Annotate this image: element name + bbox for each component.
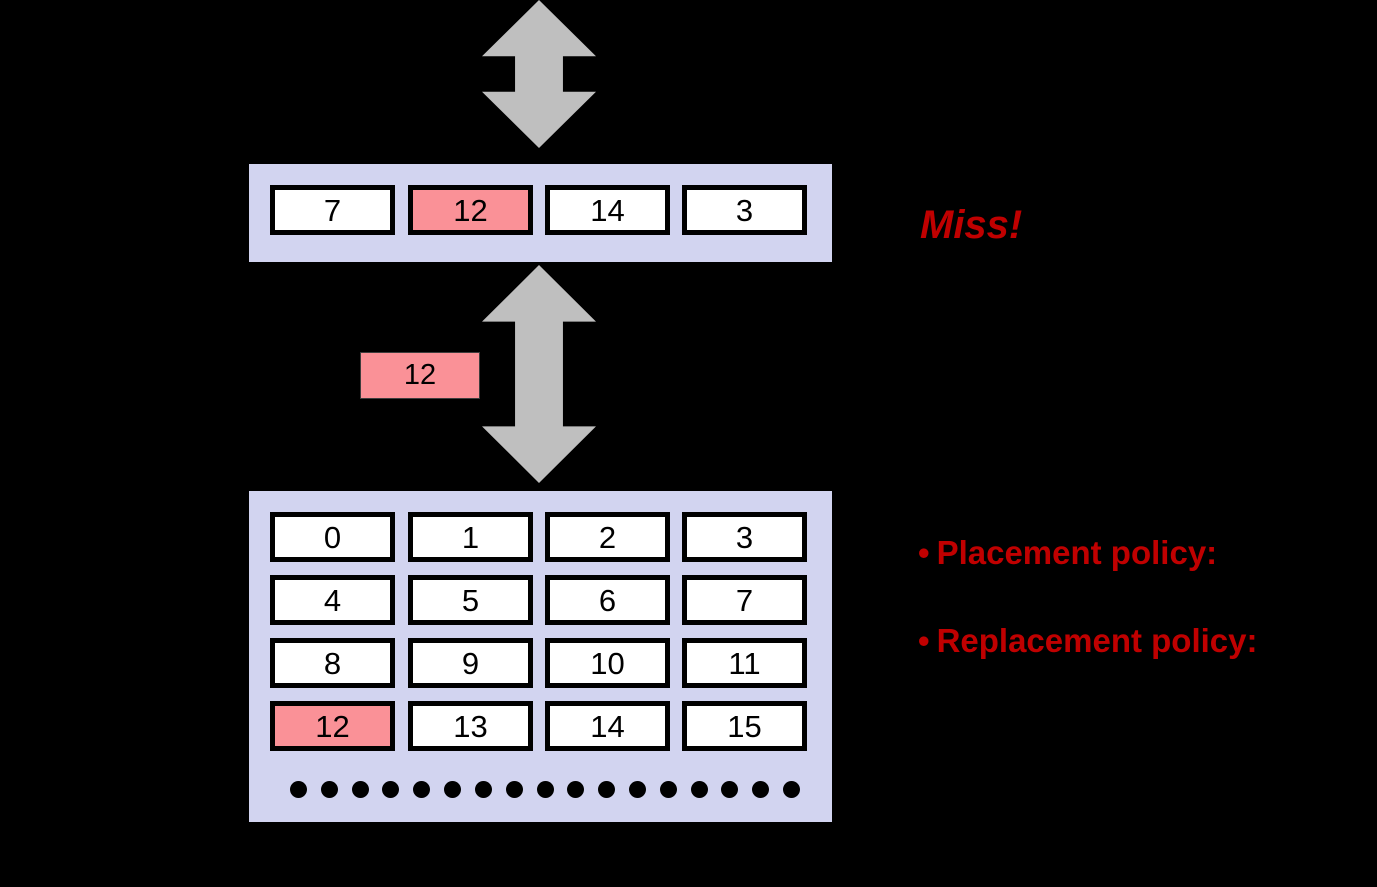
memory-cell[interactable]: 9 — [408, 638, 533, 688]
memory-cell[interactable]: 5 — [408, 575, 533, 625]
memory-cell[interactable]: 10 — [545, 638, 670, 688]
continuation-dot — [690, 780, 708, 798]
cache-cell[interactable]: 14 — [545, 185, 670, 235]
continuation-dot — [351, 780, 369, 798]
bidirectional-arrow-middle-icon — [482, 265, 596, 483]
memory-cell[interactable]: 4 — [270, 575, 395, 625]
continuation-dot — [659, 780, 677, 798]
memory-cell[interactable]: 3 — [682, 512, 807, 562]
memory-cell[interactable]: 2 — [545, 512, 670, 562]
memory-cell[interactable]: 7 — [682, 575, 807, 625]
memory-cell[interactable]: 15 — [682, 701, 807, 751]
continuation-dot — [320, 780, 338, 798]
replacement-policy-label: Replacement policy: — [936, 622, 1258, 659]
placement-policy-item: • Placement policy: — [918, 534, 1217, 572]
memory-cell[interactable]: 0 — [270, 512, 395, 562]
replacement-policy-item: • Replacement policy: — [918, 622, 1258, 660]
cache-cell[interactable]: 12 — [408, 185, 533, 235]
memory-cell[interactable]: 14 — [545, 701, 670, 751]
continuation-dot — [474, 780, 492, 798]
continuation-dot — [628, 780, 646, 798]
continuation-dot — [444, 780, 462, 798]
continuation-dot — [721, 780, 739, 798]
miss-label: Miss! — [920, 203, 1023, 247]
placement-policy-label: Placement policy: — [936, 534, 1218, 571]
continuation-dot — [536, 780, 554, 798]
bidirectional-arrow-top-icon — [482, 0, 596, 148]
continuation-dot — [752, 780, 770, 798]
continuation-dot — [505, 780, 523, 798]
continuation-dots — [290, 778, 800, 800]
memory-cell[interactable]: 1 — [408, 512, 533, 562]
continuation-dot — [413, 780, 431, 798]
transfer-block[interactable]: 12 — [360, 352, 480, 399]
cache-cell[interactable]: 3 — [682, 185, 807, 235]
memory-cell[interactable]: 11 — [682, 638, 807, 688]
continuation-dot — [382, 780, 400, 798]
cache-cell[interactable]: 7 — [270, 185, 395, 235]
memory-cell[interactable]: 6 — [545, 575, 670, 625]
continuation-dot — [783, 780, 800, 798]
memory-cell[interactable]: 12 — [270, 701, 395, 751]
bullet-icon: • — [918, 534, 930, 571]
continuation-dot — [567, 780, 585, 798]
continuation-dot — [598, 780, 616, 798]
bullet-icon: • — [918, 622, 930, 659]
memory-cell[interactable]: 13 — [408, 701, 533, 751]
continuation-dot — [290, 780, 307, 798]
memory-cell[interactable]: 8 — [270, 638, 395, 688]
